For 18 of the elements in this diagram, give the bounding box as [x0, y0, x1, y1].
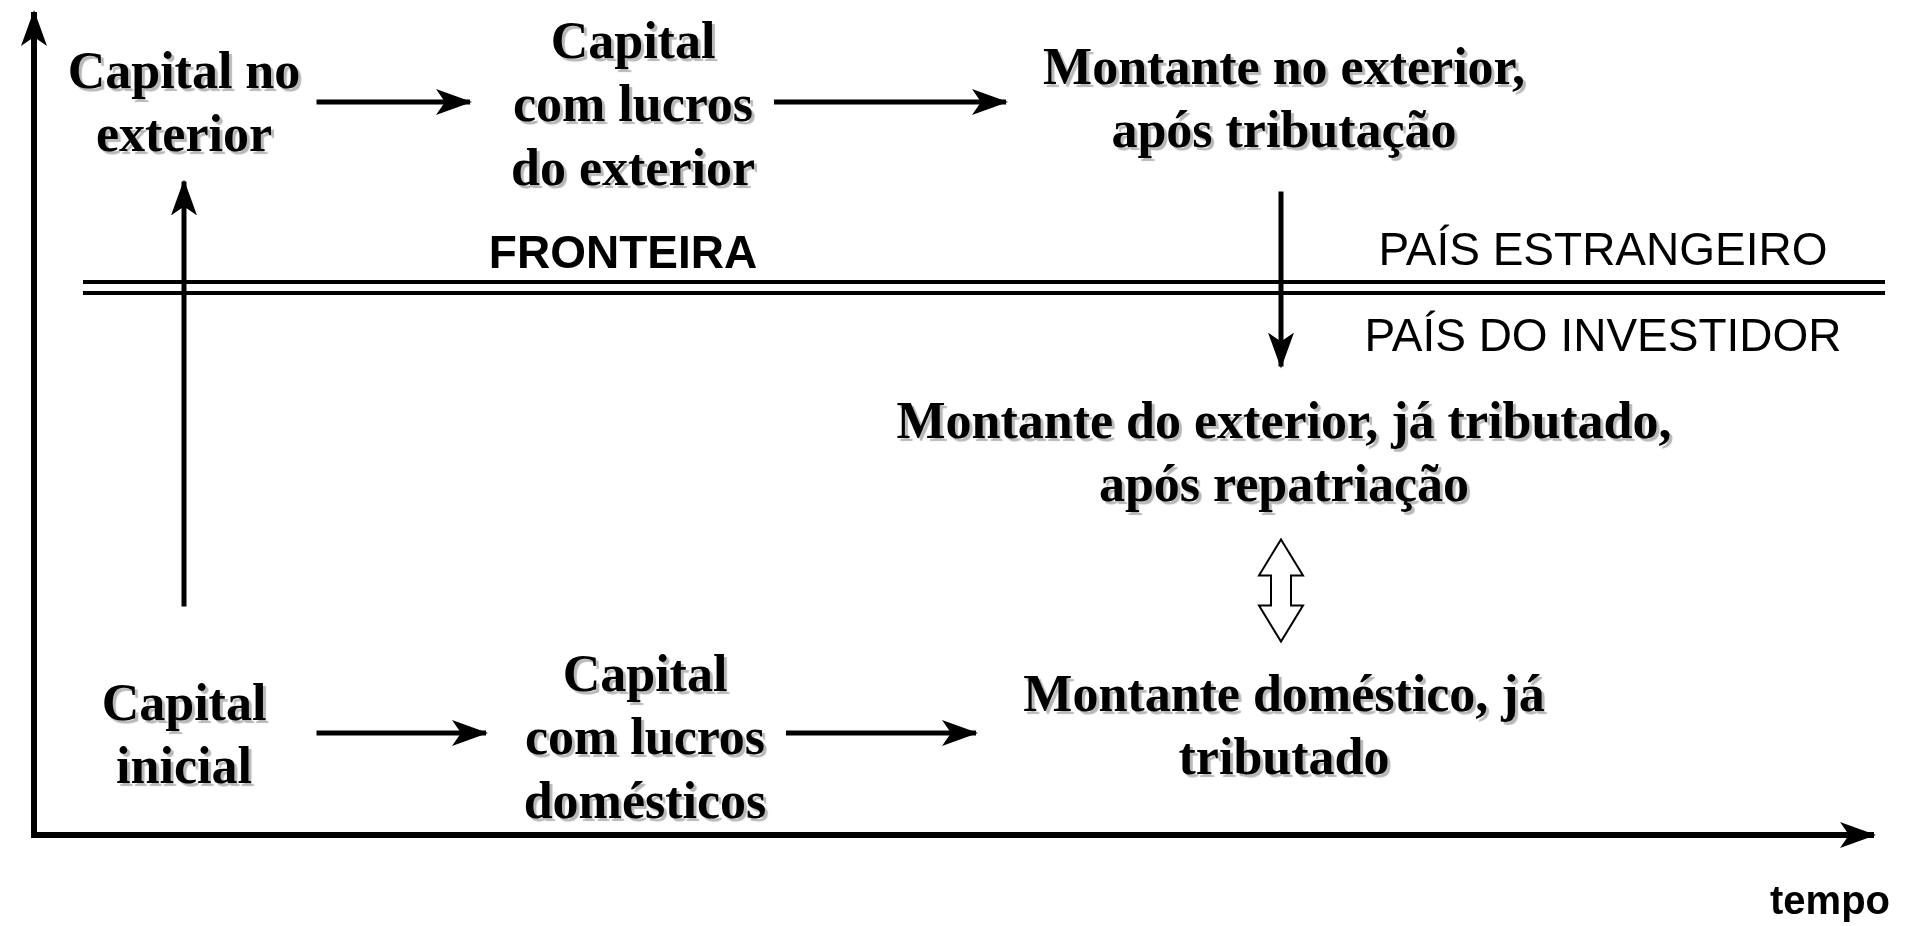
arrow	[786, 720, 978, 746]
region-label: PAÍS DO INVESTIDOR	[1364, 308, 1842, 362]
node-text: Montante doméstico, já tributado	[994, 661, 1574, 789]
region-label: PAÍS ESTRANGEIRO	[1378, 222, 1828, 276]
arrow	[171, 179, 197, 607]
node-text: Capital no exterior	[61, 38, 307, 166]
arrow	[1268, 191, 1294, 369]
node-text: Capital com lucros do exterior	[502, 8, 764, 200]
node-text: Capital com lucros domésticos	[514, 641, 776, 833]
arrow	[316, 89, 472, 115]
node-text: Capital inicial	[61, 670, 307, 798]
node-text: Montante do exterior, já tributado, após repatriação	[874, 388, 1694, 516]
arrow	[774, 89, 1008, 115]
arrow	[316, 720, 488, 746]
double-arrow	[1257, 537, 1305, 644]
border-label: FRONTEIRA	[488, 225, 758, 279]
node-text: Montante no exterior, após tributação	[1024, 34, 1544, 162]
axis-label: tempo	[1770, 877, 1890, 923]
